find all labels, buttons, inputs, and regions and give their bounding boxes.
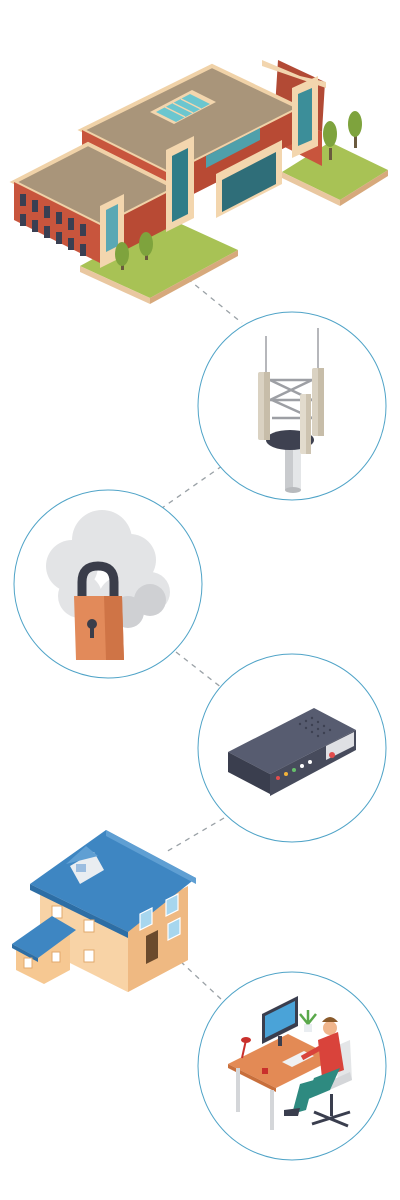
school-building-icon xyxy=(9,60,388,304)
connector-router-house xyxy=(165,817,225,853)
router-modem-icon xyxy=(228,708,356,796)
tower-ring xyxy=(197,311,387,501)
tower-node xyxy=(197,311,387,501)
connector-tower-cloud xyxy=(161,465,223,509)
router-node xyxy=(197,653,387,843)
connector-cloud-router xyxy=(175,651,223,689)
desk-node xyxy=(197,971,387,1161)
cell-tower-icon xyxy=(258,328,324,493)
person-at-computer-icon xyxy=(228,996,352,1130)
cloud-lock-icon xyxy=(46,510,170,660)
house-icon xyxy=(12,830,196,992)
tree-icon xyxy=(115,111,362,270)
cloud-node xyxy=(13,489,203,679)
